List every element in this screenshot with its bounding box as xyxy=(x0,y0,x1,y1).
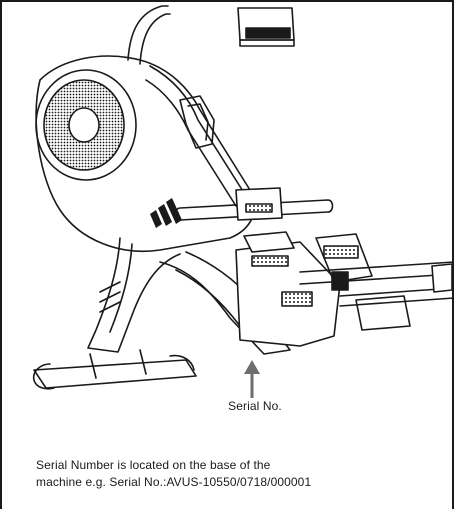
rear-strut xyxy=(159,251,291,355)
front-stabilizer xyxy=(32,349,197,390)
adidas-logo-icon xyxy=(150,198,182,228)
note-line-2: machine e.g. Serial No.:AVUS-10550/0718/… xyxy=(36,475,312,489)
slide-rail xyxy=(299,261,454,307)
note-line-1: Serial Number is located on the base of … xyxy=(36,458,271,472)
flywheel-fan xyxy=(35,69,137,181)
front-leg xyxy=(87,237,181,353)
monitor xyxy=(237,7,295,47)
rail-carriage xyxy=(235,231,341,347)
serial-number-note: Serial Number is located on the base of … xyxy=(36,457,436,491)
serial-number-arrow xyxy=(244,360,260,398)
serial-number-label: Serial No. xyxy=(228,399,282,413)
handlebar xyxy=(174,187,334,221)
handle-pocket xyxy=(179,95,215,149)
rowing-machine-illustration xyxy=(32,5,454,398)
monitor-arm xyxy=(127,5,171,65)
